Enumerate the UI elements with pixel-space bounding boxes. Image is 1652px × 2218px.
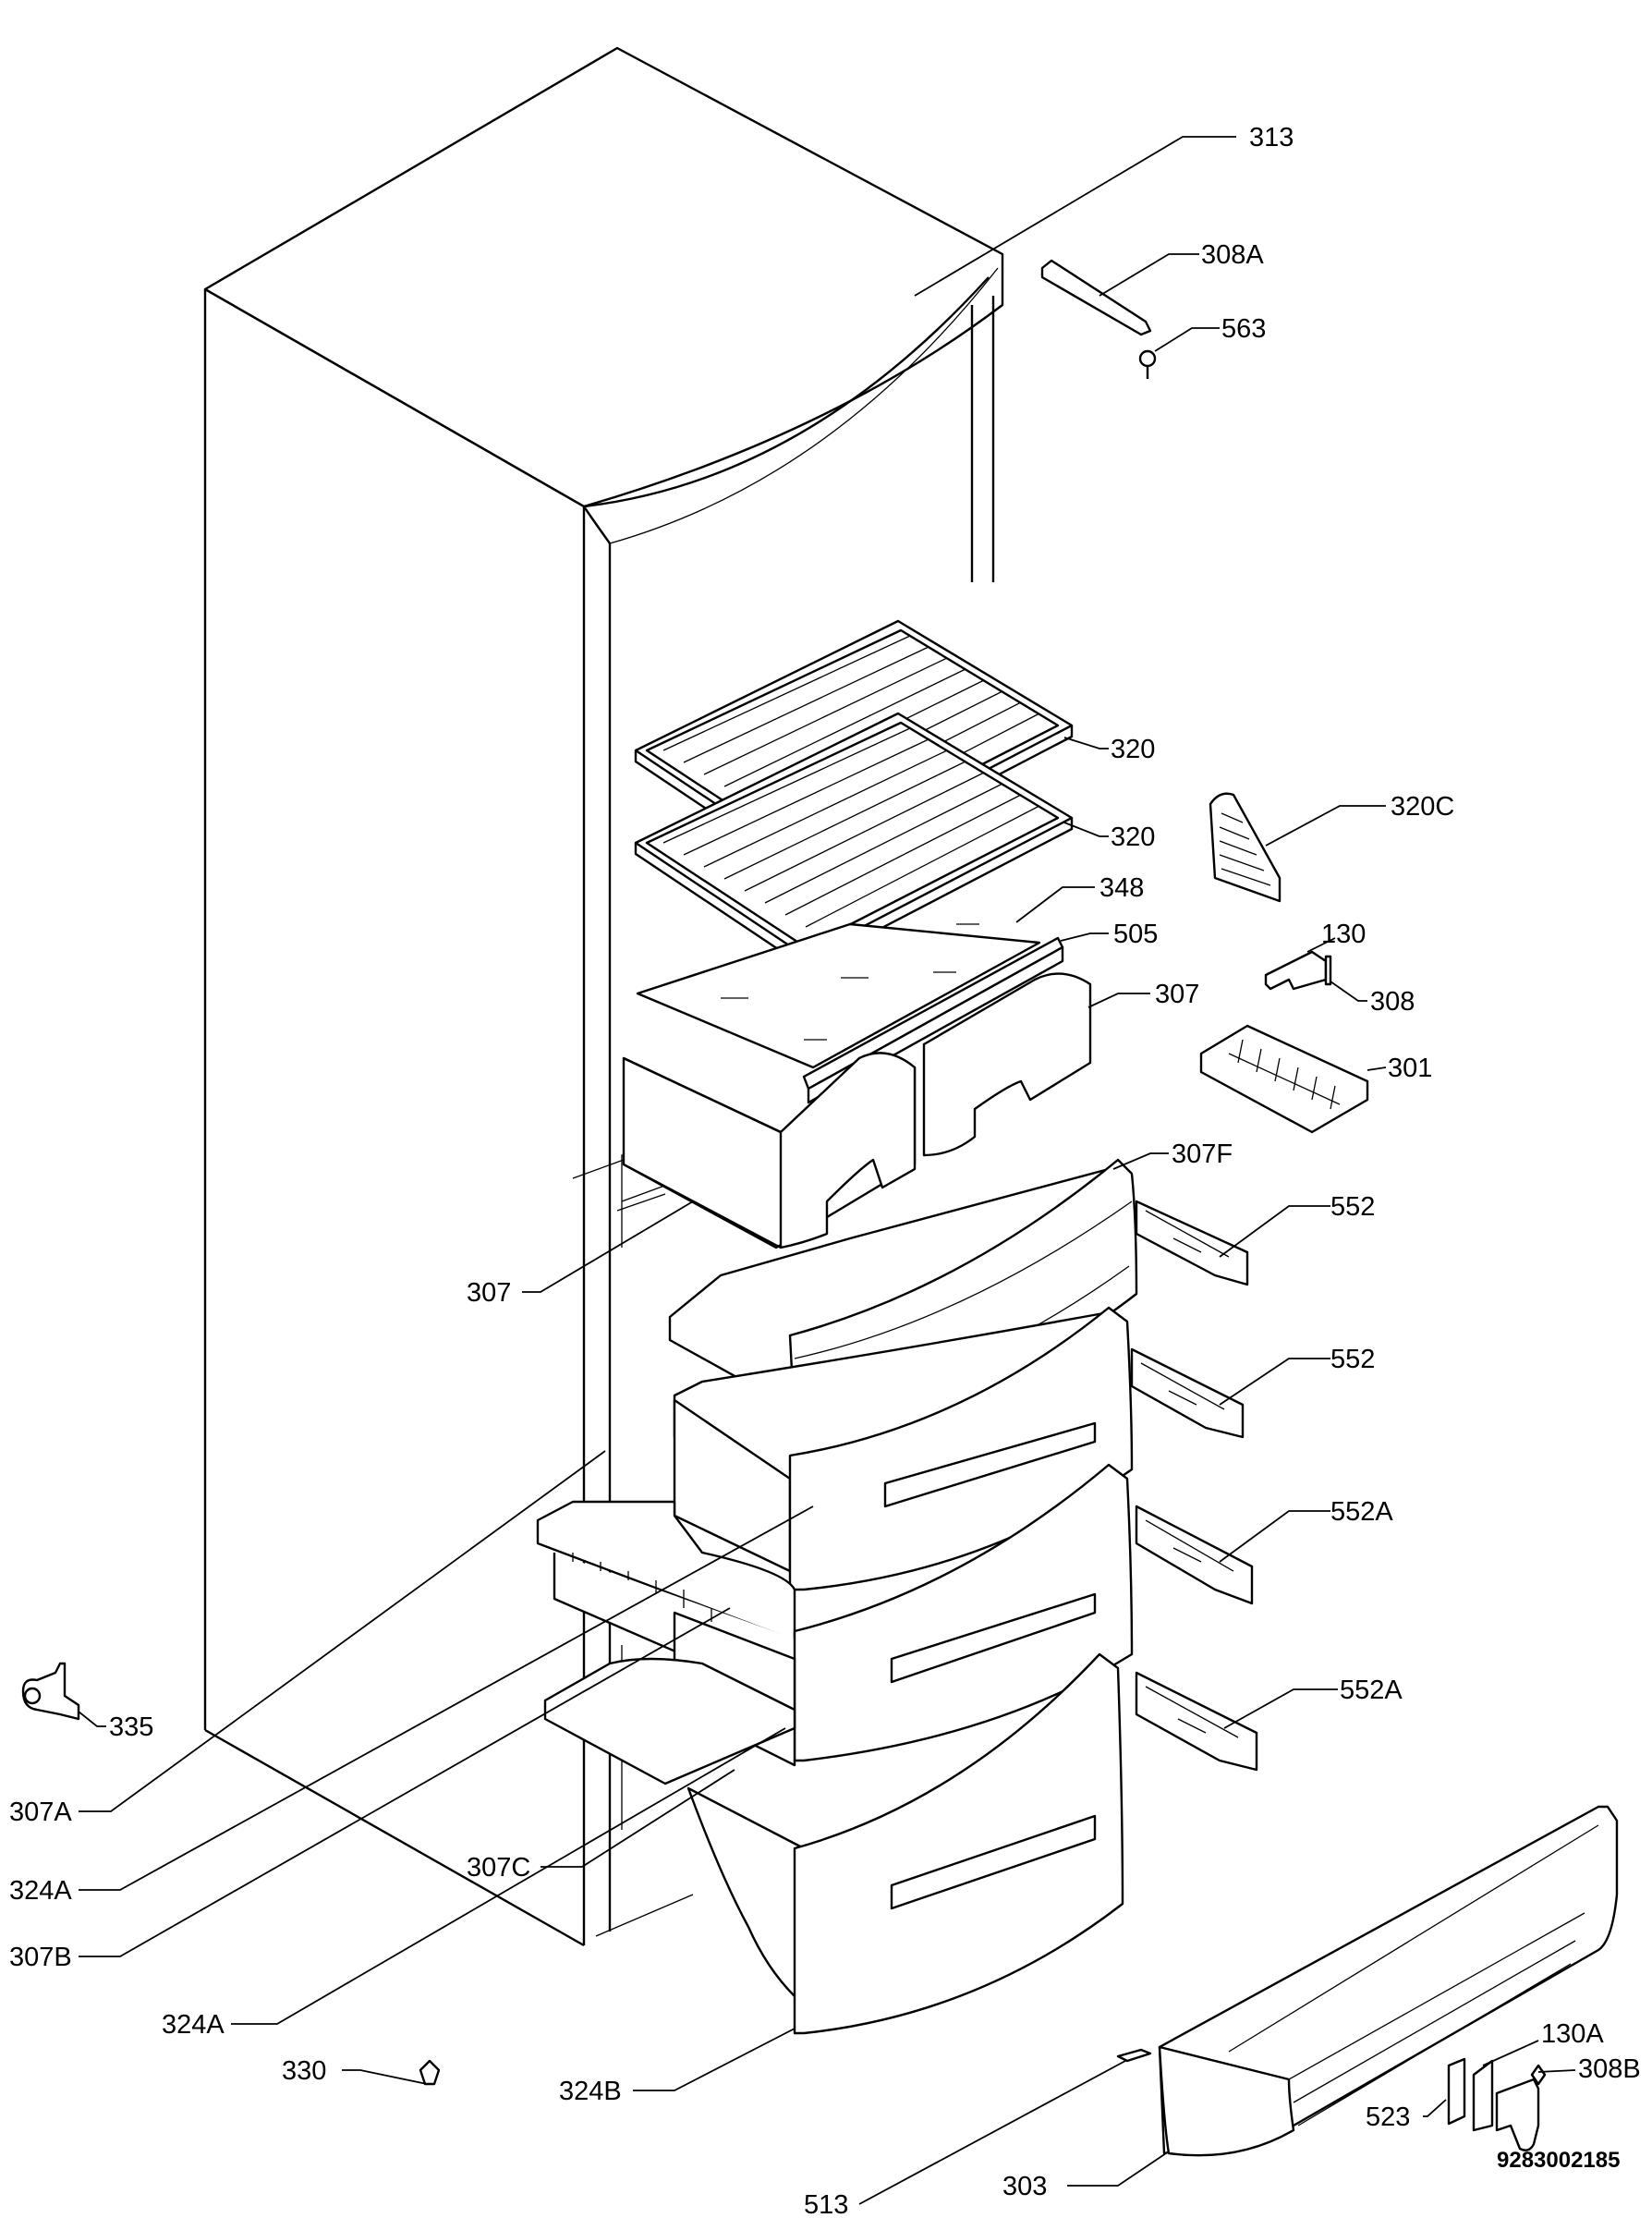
- label-308b: 308B: [1578, 2054, 1641, 2084]
- label-130: 130: [1321, 920, 1366, 949]
- rail-552-2: [1130, 1347, 1245, 1439]
- tray-324a: [543, 1657, 796, 1785]
- hinge-308a: [1040, 259, 1152, 336]
- label-308: 308: [1370, 987, 1415, 1017]
- part-labels: 313 308A 563 320 320 320C 348 505 307 13…: [9, 123, 1641, 2218]
- label-130a: 130A: [1541, 2019, 1604, 2049]
- label-320-top: 320: [1111, 735, 1155, 764]
- label-324b: 324B: [559, 2077, 622, 2106]
- label-313: 313: [1249, 123, 1294, 152]
- label-307-right: 307: [1155, 980, 1199, 1009]
- screw-563: [1138, 349, 1157, 379]
- grille-320c: [1209, 792, 1282, 903]
- label-348: 348: [1099, 873, 1144, 903]
- label-308a: 308A: [1201, 240, 1264, 270]
- hinge-130: [1264, 950, 1328, 991]
- drawing-number: 9283002185: [1497, 2148, 1620, 2173]
- rail-552a-1: [1135, 1505, 1254, 1605]
- rail-552a-2: [1135, 1671, 1258, 1772]
- hinge-308b: [1495, 2064, 1547, 2151]
- label-307c: 307C: [467, 1853, 530, 1883]
- label-301: 301: [1388, 1054, 1432, 1083]
- label-552a-2: 552A: [1340, 1676, 1403, 1705]
- label-523: 523: [1366, 2102, 1410, 2132]
- base-panel-303: [1158, 1805, 1619, 2157]
- label-307-left: 307: [467, 1278, 511, 1308]
- label-552a-1: 552A: [1330, 1497, 1393, 1527]
- label-505: 505: [1113, 920, 1158, 949]
- label-335: 335: [109, 1712, 153, 1742]
- ice-tray-301: [1199, 1024, 1369, 1134]
- pin-308: [1324, 955, 1332, 986]
- label-324a-2: 324A: [162, 2010, 225, 2040]
- label-303: 303: [1002, 2172, 1047, 2201]
- box-307-right: [922, 972, 1092, 1157]
- rail-552-1: [1135, 1200, 1249, 1286]
- label-307b: 307B: [9, 1943, 72, 1972]
- label-307f: 307F: [1172, 1139, 1233, 1169]
- box-307-left: [622, 1052, 917, 1249]
- label-324a-1: 324A: [9, 1876, 72, 1906]
- label-552-2: 552: [1330, 1345, 1375, 1374]
- hinge-335: [21, 1662, 80, 1721]
- label-320-bottom: 320: [1111, 823, 1155, 852]
- label-513: 513: [804, 2190, 848, 2218]
- foot-330: [419, 2059, 441, 2086]
- plate-523: [1447, 2057, 1466, 2126]
- label-330: 330: [282, 2056, 326, 2086]
- label-320c: 320C: [1391, 792, 1454, 822]
- label-552-1: 552: [1330, 1192, 1375, 1222]
- label-307a: 307A: [9, 1798, 72, 1827]
- label-563: 563: [1221, 314, 1266, 344]
- glass-shelf-348: [636, 922, 1041, 1069]
- leader-lines: [78, 136, 1576, 2205]
- drawer-324b: [686, 1652, 1124, 2035]
- hinge-130a: [1472, 2059, 1494, 2132]
- clip-513: [1116, 2048, 1152, 2063]
